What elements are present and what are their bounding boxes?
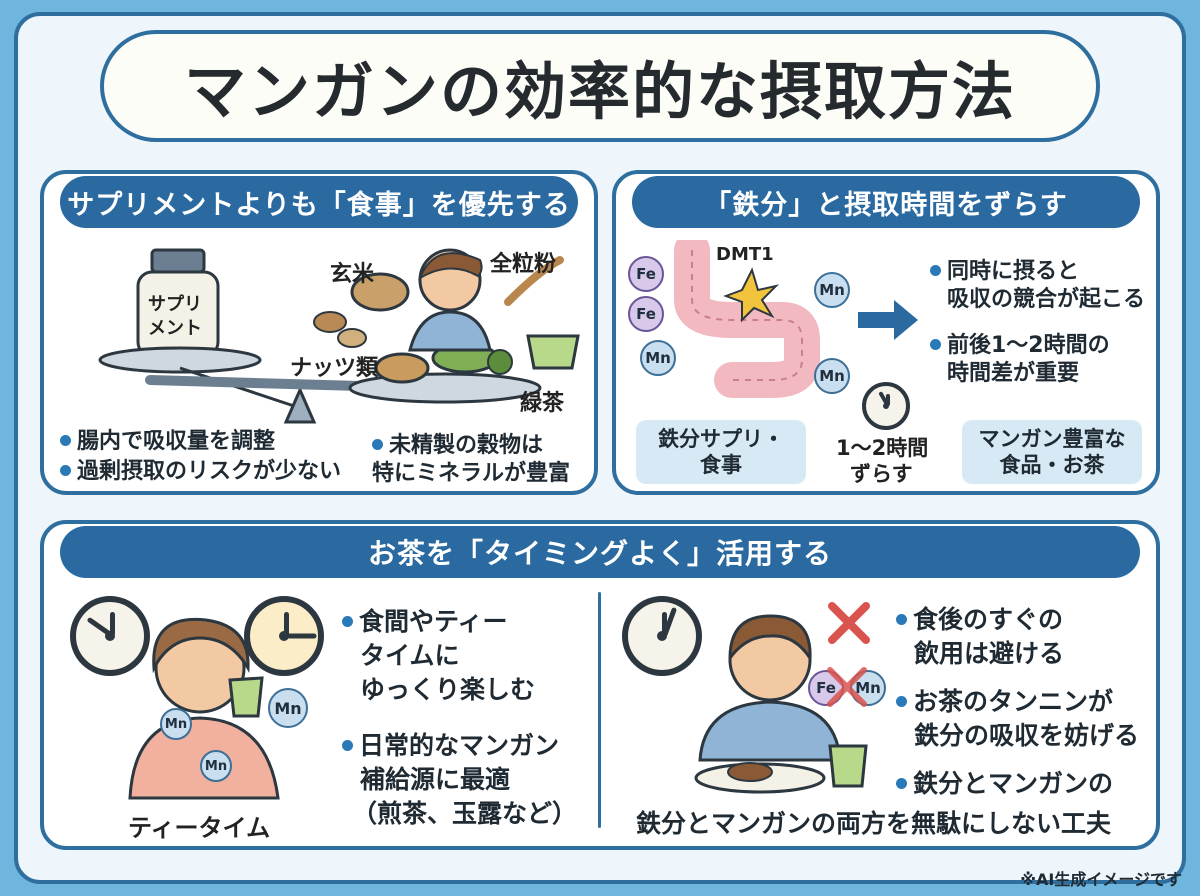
- box-manganese-line2: 食品・お茶: [999, 453, 1105, 477]
- bullet-between-meals-line2: タイムに: [360, 641, 460, 670]
- box-iron-line1: 鉄分サプリ・: [658, 426, 784, 451]
- bullet-iron-manganese-line1: 鉄分とマンガンの: [896, 768, 1113, 801]
- bullet-between-meals-line3: ゆっくり楽しむ: [360, 675, 536, 704]
- bottle-label-line1: サプリ: [148, 294, 202, 315]
- dmt1-label: DMT1: [716, 244, 774, 265]
- box-manganese-line1: マンガン豊富な: [978, 426, 1126, 451]
- intestine-illustration: [674, 240, 820, 398]
- bullet-daily-source-line1: 日常的なマンガン: [342, 730, 559, 763]
- particle-iron-1: Fe: [628, 256, 664, 292]
- supplement-scale-illustration: [98, 248, 580, 424]
- page-title: マンガンの効率的な摂取方法: [183, 55, 1016, 128]
- meal-eater-illustration: [694, 614, 868, 794]
- clock-icon: [862, 382, 910, 430]
- arrow-right-icon: [858, 300, 918, 340]
- food-label-nuts: ナッツ類: [290, 356, 379, 381]
- bullet-tannin-line1: お茶のタンニンが: [896, 686, 1113, 719]
- clock-icon-right: [622, 596, 702, 676]
- heading-iron-timing: 「鉄分」と摂取時間をずらす: [632, 176, 1140, 228]
- box-manganese-foods: マンガン豊富な 食品・お茶: [962, 420, 1142, 484]
- bottle-label-line2: メント: [148, 318, 202, 339]
- bullet-unrefined-grains-line1: 未精製の穀物は: [372, 432, 543, 461]
- bullet-absorption-control: 腸内で吸収量を調整: [60, 428, 275, 457]
- food-label-brown-rice: 玄米: [330, 262, 375, 287]
- heading-tea-timing: お茶を「タイミングよく」活用する: [60, 526, 1140, 578]
- bullet-time-gap-line2: 時間差が重要: [947, 361, 1080, 386]
- heading-diet-first: サプリメントよりも「食事」を優先する: [60, 176, 578, 228]
- bullet-competition-line1: 同時に摂ると: [930, 258, 1079, 287]
- shift-label-line1: 1～2時間: [836, 436, 929, 460]
- clock-icon-left-2: [244, 596, 324, 676]
- caption-no-waste: 鉄分とマンガンの両方を無駄にしない工夫: [636, 809, 1112, 838]
- bullet-daily-source-line2: 補給源に最適: [360, 765, 511, 794]
- particle-iron-2: Fe: [628, 296, 664, 332]
- bullet-competition-line2: 吸収の競合が起こる: [947, 287, 1146, 312]
- title-banner: マンガンの効率的な摂取方法: [100, 30, 1100, 142]
- particle-manganese-3: Mn: [814, 358, 850, 394]
- particle-manganese-2: Mn: [814, 272, 850, 308]
- shift-label-line2: ずらす: [850, 462, 913, 486]
- clock-icon-left-1: [70, 596, 150, 676]
- box-iron-supplement: 鉄分サプリ・ 食事: [636, 420, 806, 484]
- cross-icon-small: [827, 667, 867, 707]
- food-label-whole-wheat: 全粒粉: [490, 252, 557, 277]
- bullet-avoid-after-meal-line1: 食後のすぐの: [896, 604, 1063, 637]
- bullet-low-overdose-risk: 過剰摂取のリスクが少ない: [60, 458, 341, 487]
- food-label-green-tea: 緑茶: [520, 391, 565, 416]
- bullet-avoid-after-meal-line2: 飲用は避ける: [914, 639, 1065, 668]
- caption-tea-time: ティータイム: [128, 814, 271, 842]
- bullet-tannin-line2: 鉄分の吸収を妨げる: [914, 721, 1140, 750]
- ai-credit: ※AI生成イメージです: [1020, 870, 1182, 889]
- bullet-between-meals-line1: 食間やティー: [342, 606, 508, 639]
- bullet-time-gap-line1: 前後1～2時間の: [930, 332, 1110, 361]
- particle-mn-tea-2: Mn: [160, 708, 192, 740]
- particle-manganese-1: Mn: [640, 340, 676, 376]
- section-divider: [598, 592, 601, 828]
- cross-icon: [828, 602, 870, 644]
- bullet-unrefined-grains-line2: 特にミネラルが豊富: [372, 461, 571, 486]
- bullet-daily-source-line3: （煎茶、玉露など）: [352, 799, 578, 828]
- particle-mn-tea-3: Mn: [200, 750, 232, 782]
- particle-mn-tea-1: Mn: [268, 688, 308, 728]
- box-iron-line2: 食事: [700, 453, 742, 477]
